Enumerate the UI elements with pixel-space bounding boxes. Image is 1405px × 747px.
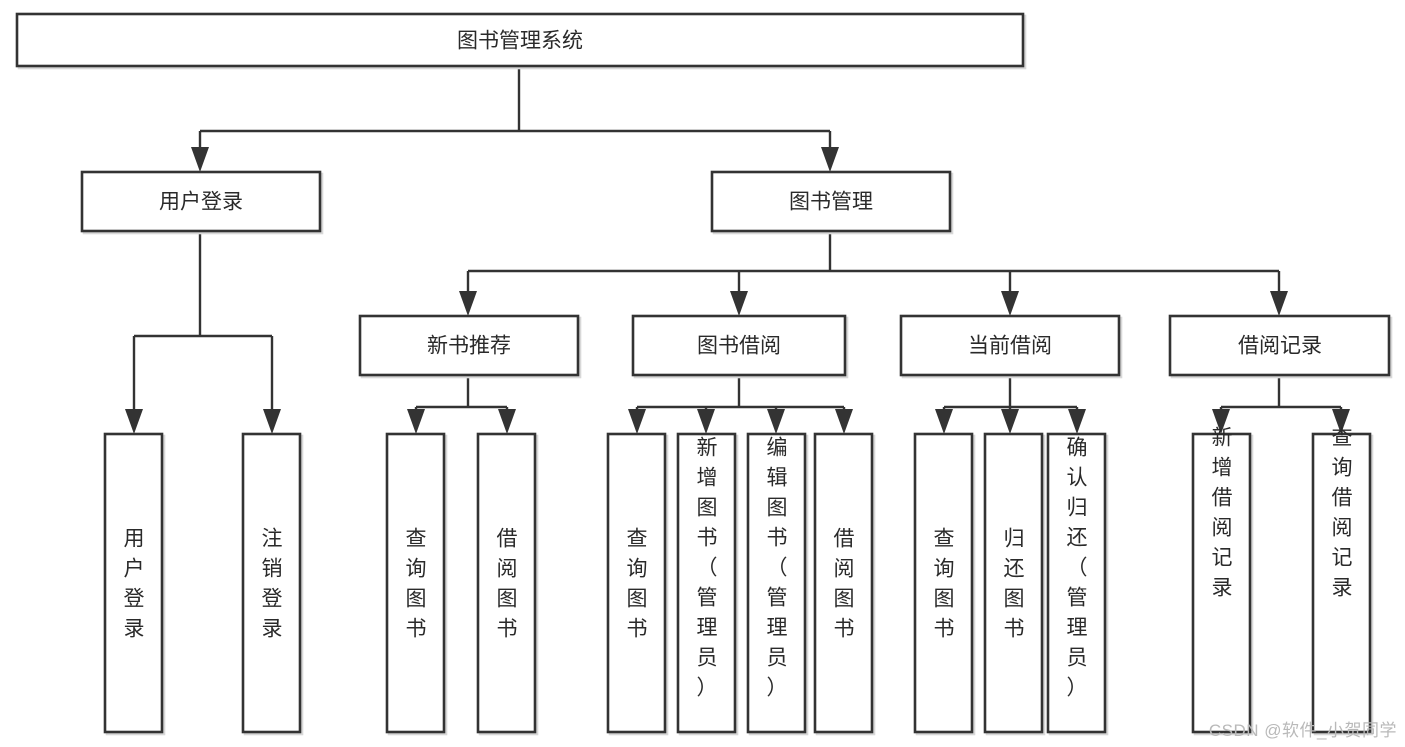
node-borrow-record-label: 借阅记录 (1238, 335, 1322, 358)
arrow-head-user-login (191, 147, 209, 172)
leaf-add-book-box (676, 432, 737, 734)
leaf-query-record-box (1311, 432, 1372, 734)
leaf-add-book-label: 新增图书（管理员） (697, 437, 718, 700)
leaf-node-query-book-current[interactable]: 查询图书 (913, 432, 976, 736)
leaf-borrow-book-1-label: 借阅图书 (497, 528, 518, 641)
leaf-node-add-book[interactable]: 新增图书（管理员） (676, 432, 739, 736)
leaf-edit-book-box (746, 432, 807, 734)
leaf-logout-label: 注销登录 (262, 528, 283, 641)
node-book-borrow-box (631, 314, 847, 377)
arrow-head-current-borrow (1001, 291, 1019, 316)
node-borrow-record[interactable]: 借阅记录 (1168, 314, 1393, 379)
node-root[interactable]: 图书管理系统 (15, 12, 1027, 70)
node-new-book-recommend[interactable]: 新书推荐 (358, 314, 582, 379)
leaf-borrow-book-1-box (476, 432, 537, 734)
node-book-management-label: 图书管理 (789, 191, 873, 214)
leaf-query-book-2-box (606, 432, 667, 734)
leaf-confirm-return-label: 确认归还（管理员） (1067, 437, 1088, 700)
leaf-query-record-label: 查询借阅记录 (1332, 427, 1353, 600)
leaf-node-add-borrow-record[interactable]: 新增借阅记录 (1191, 427, 1254, 736)
leaf-node-borrow-book-recommend[interactable]: 借阅图书 (476, 432, 539, 736)
node-book-management[interactable]: 图书管理 (710, 170, 954, 235)
node-current-borrow-label: 当前借阅 (968, 335, 1052, 358)
arrow-head-leaf-return-book (1001, 409, 1019, 434)
leaf-query-book-1-box (385, 432, 446, 734)
leaf-query-book-2-label: 查询图书 (627, 528, 648, 641)
node-book-borrow-label: 图书借阅 (697, 335, 781, 358)
leaf-return-book-label: 归还图书 (1004, 528, 1025, 641)
arrow-head-leaf-borrow-book-2 (835, 409, 853, 434)
leaf-logout-box (241, 432, 302, 734)
leaf-node-return-book[interactable]: 归还图书 (983, 432, 1046, 736)
leaf-query-book-3-label: 查询图书 (934, 528, 955, 641)
leaf-user-login-box (103, 432, 164, 734)
leaf-node-query-book-recommend[interactable]: 查询图书 (385, 432, 448, 736)
connector-group-user-login (125, 232, 281, 434)
node-current-borrow-box (899, 314, 1121, 377)
leaf-return-book-box (983, 432, 1044, 734)
connector-group-borrow-record (1212, 376, 1350, 434)
connector-group-new-book (407, 376, 516, 434)
arrow-head-leaf-query-book-1 (407, 409, 425, 434)
leaf-edit-book-label: 编辑图书（管理员） (767, 437, 788, 700)
arrow-head-leaf-query-book-2 (628, 409, 646, 434)
arrow-head-book-mgmt (821, 147, 839, 172)
arrow-head-borrow-record (1270, 291, 1288, 316)
leaf-node-edit-book[interactable]: 编辑图书（管理员） (746, 432, 809, 736)
connector-group-current-borrow (935, 376, 1086, 434)
arrow-head-leaf-edit-book (767, 409, 785, 434)
leaf-borrow-book-2-box (813, 432, 874, 734)
arrow-head-leaf-add-book (697, 409, 715, 434)
leaf-query-book-3-box (913, 432, 974, 734)
node-new-book-recommend-box (358, 314, 580, 377)
node-user-login-label: 用户登录 (159, 191, 243, 214)
arrow-head-leaf-logout (263, 409, 281, 434)
leaf-confirm-return-box (1046, 432, 1107, 734)
arrow-head-book-borrow (730, 291, 748, 316)
leaf-node-borrow-book-borrow[interactable]: 借阅图书 (813, 432, 876, 736)
node-root-box (15, 12, 1025, 68)
arrow-head-new-book (459, 291, 477, 316)
leaf-borrow-book-2-label: 借阅图书 (834, 528, 855, 641)
node-book-borrow[interactable]: 图书借阅 (631, 314, 849, 379)
leaf-add-record-box (1191, 432, 1252, 734)
connector-group-root (191, 65, 839, 172)
arrow-head-leaf-query-record (1332, 409, 1350, 434)
connector-group-book-mgmt (459, 232, 1288, 316)
node-current-borrow[interactable]: 当前借阅 (899, 314, 1123, 379)
leaf-add-record-label: 新增借阅记录 (1212, 427, 1233, 600)
arrow-head-leaf-user-login (125, 409, 143, 434)
leaf-node-logout[interactable]: 注销登录 (241, 432, 304, 736)
arrow-head-leaf-query-book-3 (935, 409, 953, 434)
leaf-node-query-borrow-record[interactable]: 查询借阅记录 (1311, 427, 1374, 736)
node-book-management-box (710, 170, 952, 233)
connector-group-book-borrow (628, 376, 853, 434)
arrow-head-leaf-borrow-book-1 (498, 409, 516, 434)
node-borrow-record-box (1168, 314, 1391, 377)
leaf-query-book-1-label: 查询图书 (406, 528, 427, 641)
leaf-node-query-book-borrow[interactable]: 查询图书 (606, 432, 669, 736)
leaf-node-user-login[interactable]: 用户登录 (103, 432, 166, 736)
arrow-head-leaf-confirm-return (1068, 409, 1086, 434)
node-user-login[interactable]: 用户登录 (80, 170, 324, 235)
leaf-user-login-label: 用户登录 (124, 528, 145, 641)
node-user-login-box (80, 170, 322, 233)
node-root-label: 图书管理系统 (457, 30, 583, 53)
arrow-head-leaf-add-record (1212, 409, 1230, 434)
leaf-node-confirm-return[interactable]: 确认归还（管理员） (1046, 432, 1109, 736)
node-new-book-recommend-label: 新书推荐 (427, 335, 511, 358)
